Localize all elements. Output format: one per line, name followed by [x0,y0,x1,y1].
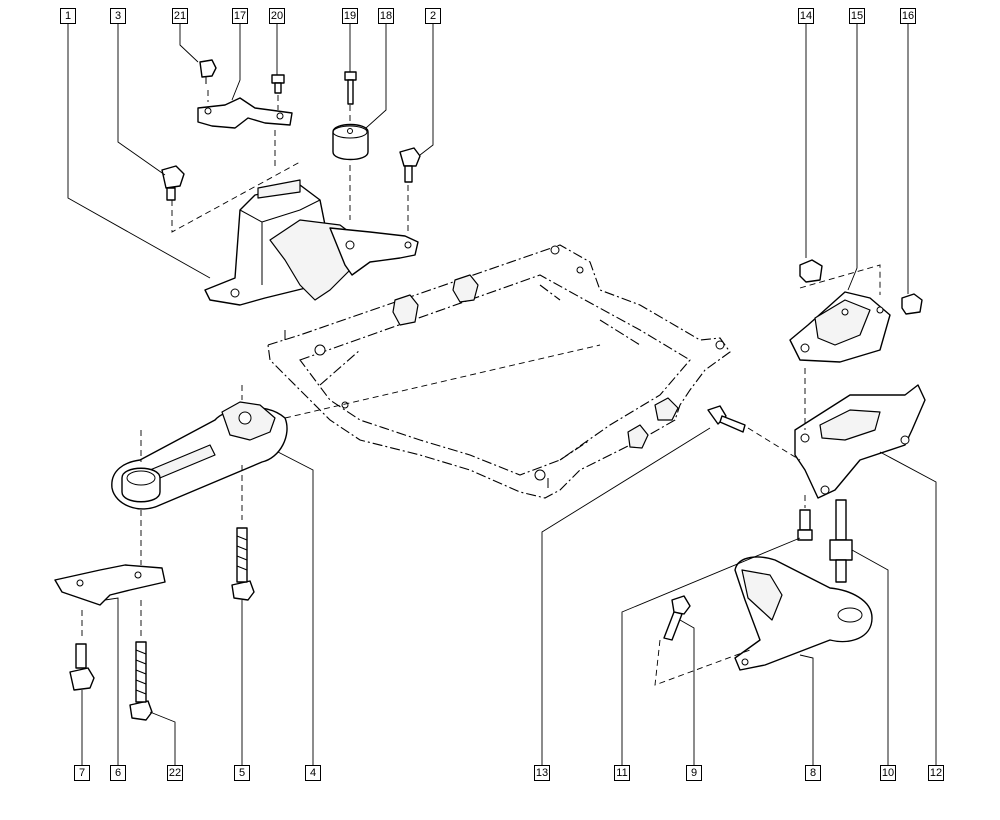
nut-16 [901,293,923,315]
callout-8: 8 [805,765,821,781]
bolt-13 [707,405,746,433]
callout-6: 6 [110,765,126,781]
bolt-19 [344,71,357,105]
callout-15: 15 [849,8,865,24]
callout-9: 9 [686,765,702,781]
callout-19: 19 [342,8,358,24]
bracket-17 [197,97,293,129]
bolt-21 [199,59,217,84]
callout-10: 10 [880,765,896,781]
callout-17: 17 [232,8,248,24]
nut-14 [799,259,823,283]
bolt-7 [69,643,95,691]
callout-3: 3 [110,8,126,24]
callout-14: 14 [798,8,814,24]
callout-20: 20 [269,8,285,24]
callout-4: 4 [305,765,321,781]
screw-22 [129,641,153,721]
callout-21: 21 [172,8,188,24]
bolt-20 [271,74,285,94]
callout-12: 12 [928,765,944,781]
callout-2: 2 [425,8,441,24]
gearbox-mount-15 [789,291,891,363]
callout-16: 16 [900,8,916,24]
subframe [267,244,731,499]
callout-5: 5 [234,765,250,781]
support-arm-8 [734,556,873,671]
bracket-6 [54,564,166,606]
bolt-3 [161,165,185,201]
engine-mount-left [204,179,419,306]
stud-10 [829,499,853,583]
bolt-9 [663,595,691,641]
callout-18: 18 [378,8,394,24]
callout-7: 7 [74,765,90,781]
leader-lines [67,24,937,765]
screw-5 [231,527,255,601]
callout-13: 13 [534,765,550,781]
callout-22: 22 [167,765,183,781]
rubber-block-18 [332,123,369,161]
bolt-11 [797,509,813,541]
bracket-12 [794,384,926,499]
torque-rod-4 [111,401,288,510]
callout-11: 11 [614,765,630,781]
bolt-2 [399,147,421,183]
callout-1: 1 [60,8,76,24]
